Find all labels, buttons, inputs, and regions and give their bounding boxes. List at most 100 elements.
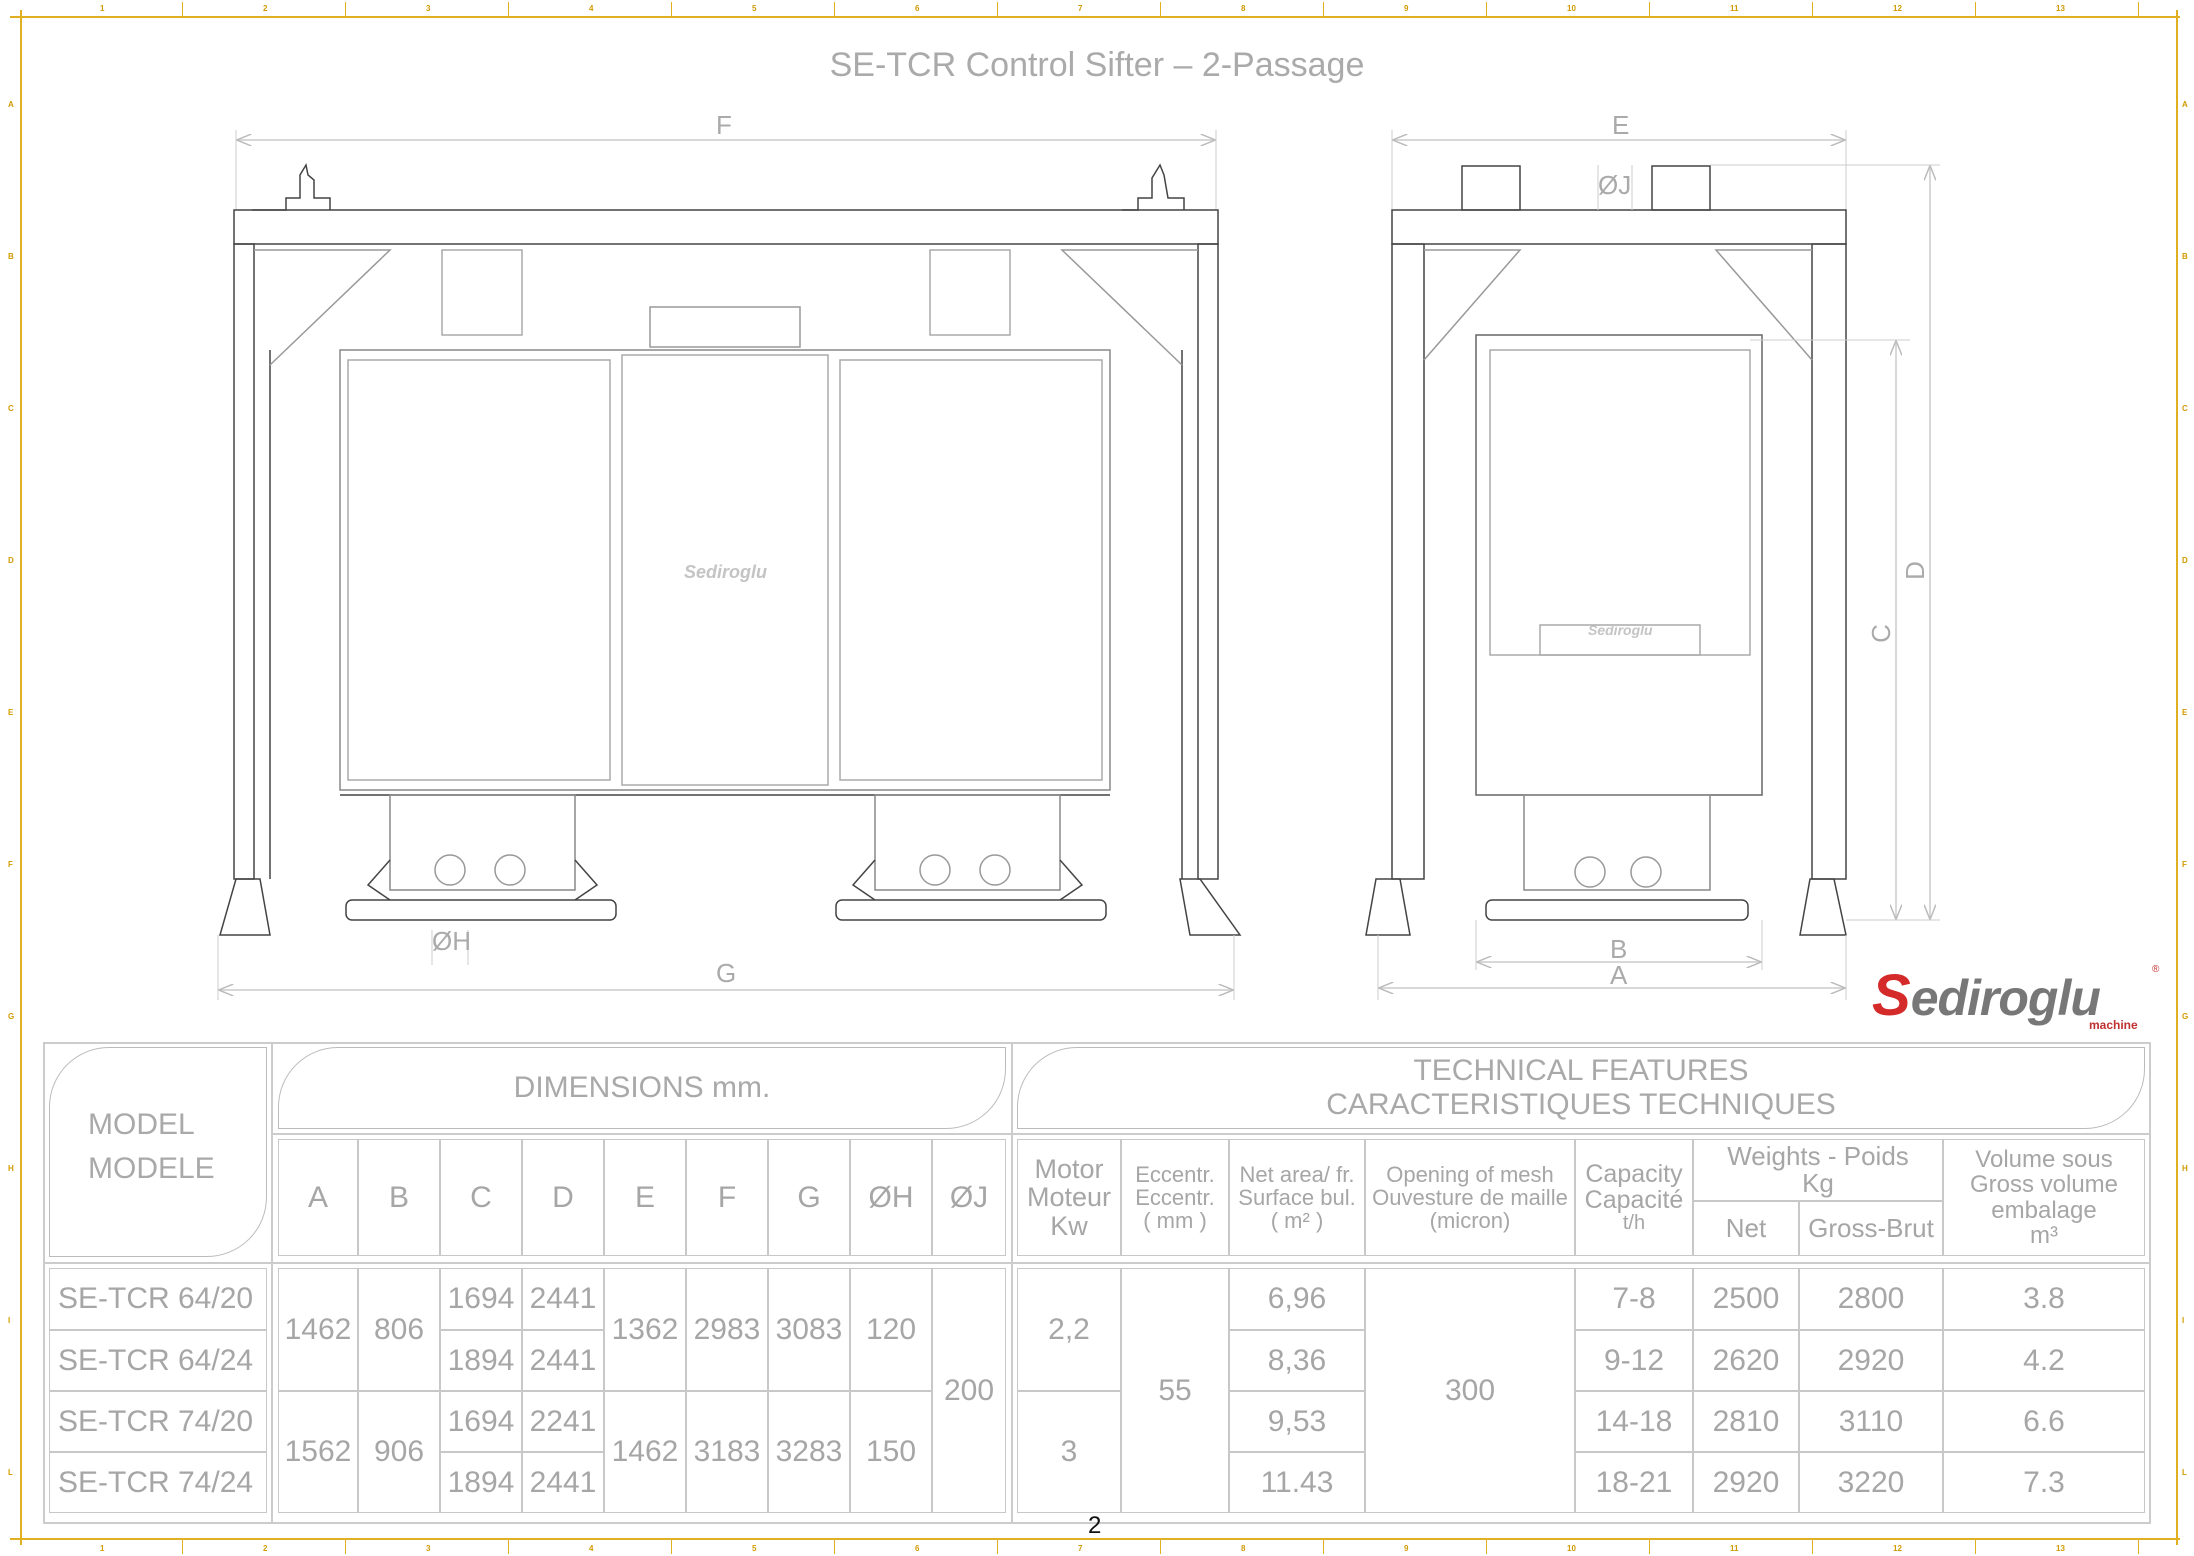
ruler-label: 10 [1567,1544,1576,1553]
ruler-label: I [8,1316,11,1325]
ruler-tick [1649,2,1650,16]
technical-header: TECHNICAL FEATURES CARACTERISTIQUES TECH… [1017,1047,2145,1129]
dim-f-value: 2983 [686,1268,768,1391]
col-header-motor: Motor Moteur Kw [1017,1139,1121,1256]
dim-label-c: C [1865,624,1896,643]
frame-bottom [10,1538,2180,1540]
dim-label-d: D [1899,561,1930,580]
ruler-label: G [8,1012,15,1021]
ruler-label: 1 [100,4,105,13]
dim-d-value: 2441 [522,1452,604,1513]
capacity-fr: Capacité [1584,1186,1684,1214]
dim-c-value: 1894 [440,1452,522,1513]
capacity-value: 7-8 [1575,1268,1693,1330]
table-divider-h [43,1262,2149,1264]
ruler-label: 6 [915,4,920,13]
technical-drawing [217,130,1940,1000]
technical-title-fr: CARACTERISTIQUES TECHNIQUES [1326,1088,1836,1121]
col-header-1: B [358,1139,440,1256]
volume-value: 7.3 [1943,1452,2145,1513]
ruler-tick [1160,1540,1161,1554]
ruler-label: 7 [1078,1544,1083,1553]
net-label: Net [1725,1212,1767,1243]
ruler-tick [1160,2,1161,16]
ruler-label: H [8,1164,14,1173]
net-area-fr: Surface bul. [1238,1184,1356,1210]
ruler-label: C [2182,404,2188,413]
dim-g-value: 3083 [768,1268,850,1391]
ruler-tick [1323,1540,1324,1554]
dim-e-value: 1362 [604,1268,686,1391]
eccentr-value: 55 [1121,1268,1229,1513]
ruler-label: 2 [263,4,268,13]
net-value: 2620 [1693,1330,1799,1391]
ruler-label: F [2182,860,2187,869]
dim-label-g: G [716,958,737,988]
eccentr-unit: ( mm ) [1143,1208,1207,1234]
ruler-tick [508,1540,509,1554]
weights-en: Weights - Poids [1727,1140,1909,1171]
dim-d-value: 2241 [522,1391,604,1452]
dim-label-f: F [716,110,732,140]
ruler-label: 11 [1730,4,1739,13]
ruler-label: 8 [1241,4,1246,13]
ruler-label: E [2182,708,2188,717]
motor-fr: Moteur [1026,1182,1112,1213]
weights-unit: Kg [1802,1168,1834,1198]
ruler-tick [1812,2,1813,16]
ruler-label: 12 [1893,1544,1902,1553]
eccentr-en: Eccentr. [1135,1161,1215,1187]
table-divider-v1 [271,1042,273,1522]
motor-unit: Kw [1050,1210,1088,1241]
ruler-tick [1975,2,1976,16]
col-header-weights: Weights - Poids Kg [1693,1139,1943,1201]
ruler-tick [2138,2,2139,16]
dim-a-value: 1462 [278,1268,358,1391]
ruler-label: F [8,860,13,869]
gross-value: 3220 [1799,1452,1943,1513]
gross-value: 3110 [1799,1391,1943,1452]
net-area-unit: ( m² ) [1270,1208,1324,1234]
col-header-eccentr: Eccentr. Eccentr. ( mm ) [1121,1139,1229,1256]
ruler-label: 1 [100,1544,105,1553]
col-header-mesh: Opening of mesh Ouvesture de maille (mic… [1365,1139,1575,1256]
logo-initial: S [1872,963,1911,1028]
dim-label-h: ØH [432,926,471,956]
ruler-tick [345,2,346,16]
ruler-label: 9 [1404,1544,1409,1553]
model-label-fr: MODELE [88,1152,215,1185]
dim-d-value: 2441 [522,1330,604,1391]
ruler-tick [834,2,835,16]
col-header-capacity: Capacity Capacité t/h [1575,1139,1693,1256]
net-area-value: 6,96 [1229,1268,1365,1330]
col-header-net: Net [1693,1201,1799,1256]
col-header-gross: Gross-Brut [1799,1201,1943,1256]
ruler-label: 13 [2056,4,2065,13]
ruler-tick [1486,2,1487,16]
mesh-value: 300 [1365,1268,1575,1513]
dim-a-value: 1562 [278,1391,358,1513]
col-header-2: C [440,1139,522,1256]
dim-c-value: 1694 [440,1268,522,1330]
side-view [1365,130,1940,1000]
ruler-label: 3 [426,1544,431,1553]
motor-value: 3 [1017,1391,1121,1513]
dim-h-value: 150 [850,1391,932,1513]
volume-unit: m³ [2030,1221,2058,1249]
col-header-4: E [604,1139,686,1256]
frame-top [10,16,2180,18]
ruler-label: 5 [752,4,757,13]
ruler-tick [182,1540,183,1554]
ruler-label: 7 [1078,4,1083,13]
capacity-value: 14-18 [1575,1391,1693,1452]
dim-e-value: 1462 [604,1391,686,1513]
model-row: SE-TCR 74/20 [49,1391,267,1452]
ruler-label: 8 [1241,1544,1246,1553]
col-header-7: ØH [850,1139,932,1256]
volume-value: 4.2 [1943,1330,2145,1391]
ruler-label: G [2182,1012,2189,1021]
ruler-label: 10 [1567,4,1576,13]
net-area-value: 9,53 [1229,1391,1365,1452]
dimensions-title: DIMENSIONS mm. [513,1071,771,1104]
gross-value: 2800 [1799,1268,1943,1330]
